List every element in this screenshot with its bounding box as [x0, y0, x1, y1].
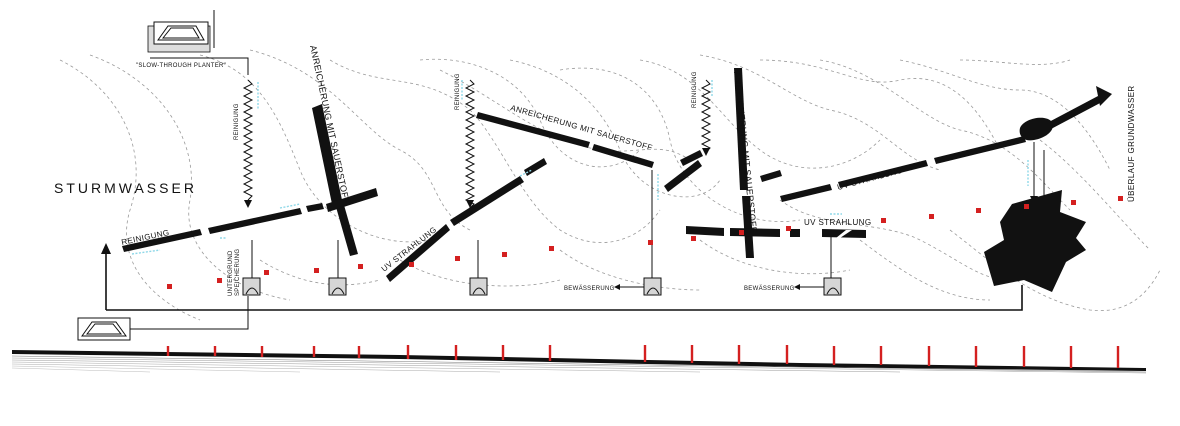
tree-marker — [409, 262, 414, 267]
tree-marker — [358, 264, 363, 269]
planter-bottom — [77, 317, 131, 341]
label-reinigung-v3: REINIGUNG — [692, 71, 698, 108]
tree-marker — [881, 218, 886, 223]
label-planter: "SLOW-THROUGH PLANTER" — [136, 63, 226, 69]
label-reinigung-v2: REINIGUNG — [455, 73, 461, 110]
label-bewaesserung-2: BEWÄSSERUNG — [744, 285, 795, 292]
diagram-labels: STURMWASSER "SLOW-THROUGH PLANTER" REINI… — [54, 44, 1136, 296]
label-speicherung: SPEICHERUNG — [235, 249, 241, 296]
tree-marker — [976, 208, 981, 213]
tree-marker — [502, 252, 507, 257]
tree-marker — [1071, 200, 1076, 205]
storage-boxes — [242, 277, 842, 296]
label-ueberlauf: ÜBERLAUF GRUNDWASSER — [1127, 85, 1136, 202]
tree-marker — [314, 268, 319, 273]
label-reinigung-v1: REINIGUNG — [234, 103, 240, 140]
terrain-contours — [59, 49, 1161, 321]
water-accents — [131, 80, 1029, 255]
planter-top — [147, 21, 211, 53]
label-uv-3: UV STRAHLUNG — [836, 166, 904, 192]
tree-marker — [929, 214, 934, 219]
tree-marker — [786, 226, 791, 231]
label-sturmwasser: STURMWASSER — [54, 180, 197, 196]
planter-bottom-box — [77, 317, 131, 341]
tree-marker — [455, 256, 460, 261]
tree-marker — [167, 284, 172, 289]
label-untergrund: UNTERGRUND — [228, 250, 234, 296]
tree-marker — [264, 270, 269, 275]
tree-marker — [691, 236, 696, 241]
terrain-section — [11, 345, 1147, 374]
tree-marker — [1118, 196, 1123, 201]
tree-marker — [1024, 204, 1029, 209]
tree-marker — [549, 246, 554, 251]
tree-marker — [648, 240, 653, 245]
tree-markers — [167, 196, 1123, 289]
tree-marker — [217, 278, 222, 283]
flow-network — [101, 10, 1112, 330]
tree-marker — [739, 230, 744, 235]
label-uv-2: UV STRAHLUNG — [804, 218, 871, 227]
label-bewaesserung-1: BEWÄSSERUNG — [564, 285, 615, 292]
